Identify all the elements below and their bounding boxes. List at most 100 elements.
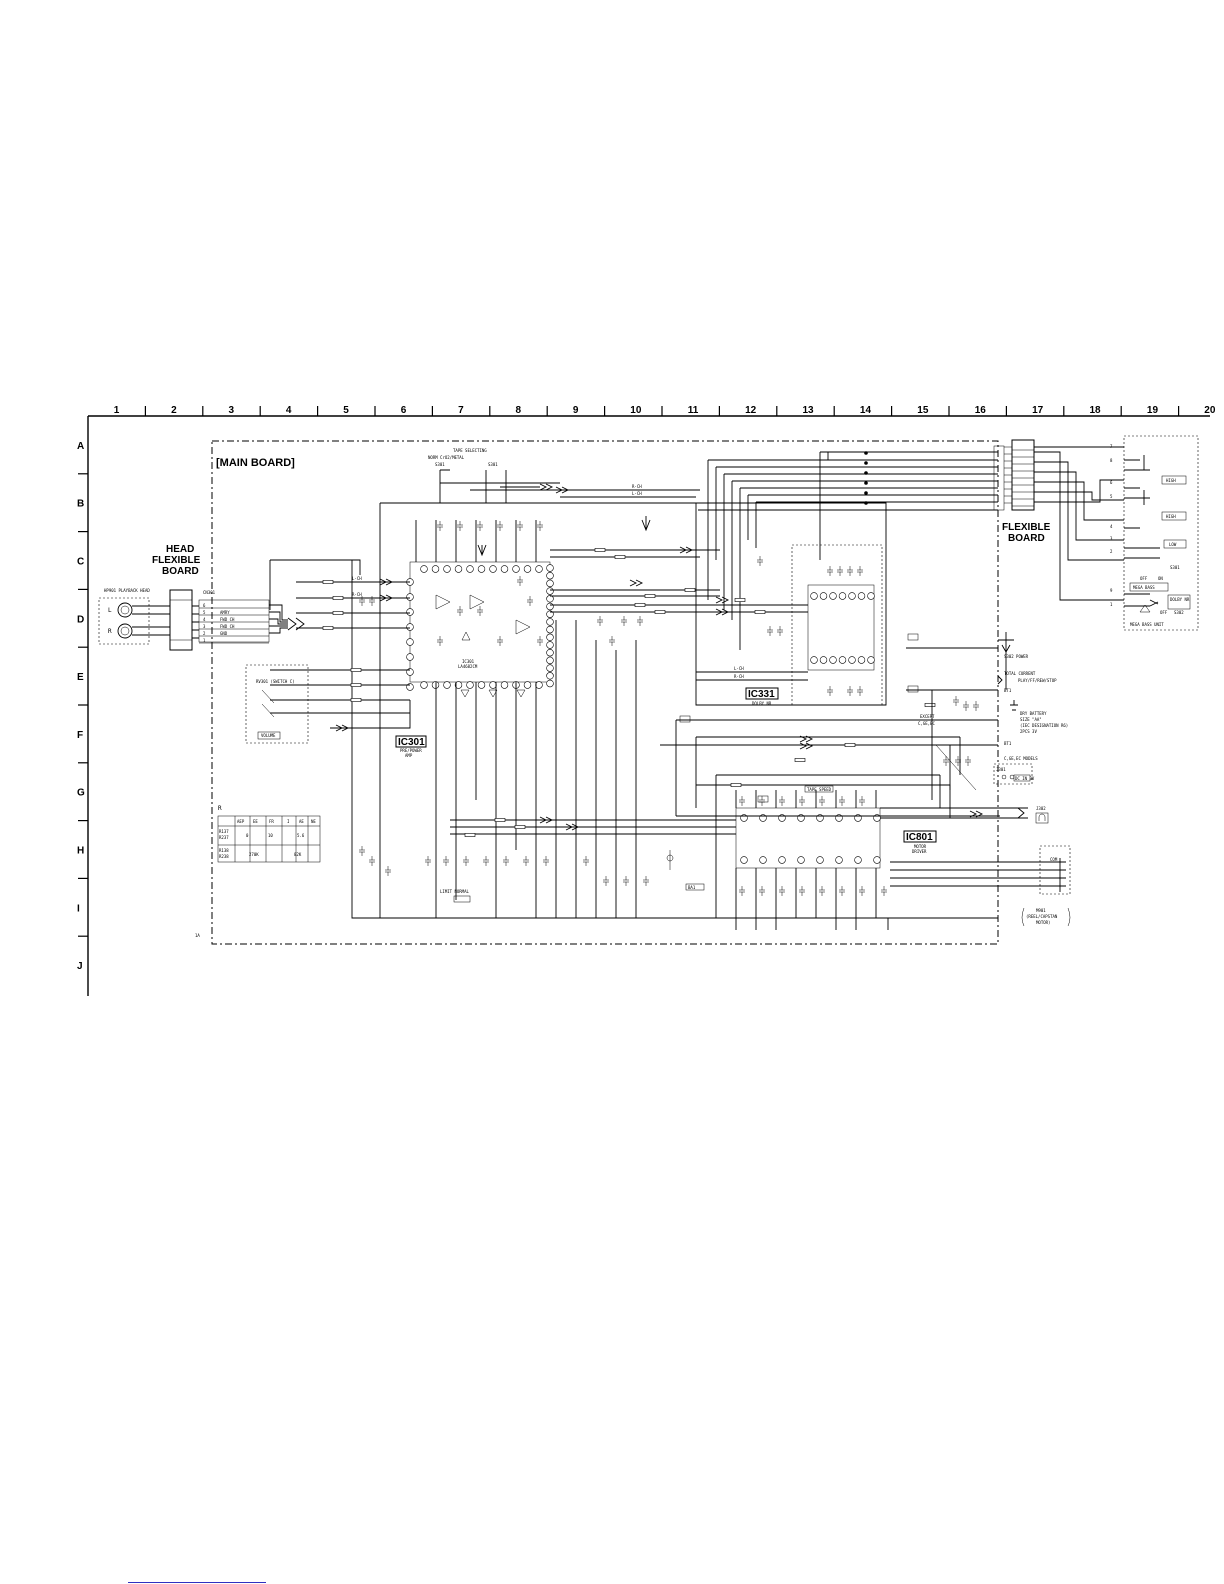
svg-text:MOTOR): MOTOR): [1036, 920, 1050, 925]
mega-bass-pin-number: 4: [1110, 524, 1113, 529]
svg-text:S302 POWER: S302 POWER: [1004, 654, 1029, 659]
svg-text:DOLBY NR: DOLBY NR: [752, 701, 772, 706]
svg-text:FLEXIBLE: FLEXIBLE: [1002, 522, 1051, 533]
svg-text:IC801: IC801: [906, 832, 933, 843]
grid-column-label: 8: [516, 405, 522, 416]
grid-column-label: 11: [688, 405, 699, 416]
grid-column-label: 12: [745, 405, 757, 416]
cn301-net-name: FWD CH: [220, 617, 235, 622]
mega-bass-pin-number: 9: [1110, 588, 1113, 593]
svg-text:LIMIT NORMAL: LIMIT NORMAL: [440, 889, 469, 894]
ic301: IC301 PRE/POWER AMP LA4682CM IC301: [395, 561, 554, 758]
svg-text:L-CH: L-CH: [352, 576, 362, 581]
svg-text:HP901 PLAYBACK HEAD: HP901 PLAYBACK HEAD: [104, 588, 150, 593]
mega-bass-pin-number: 3: [1110, 536, 1113, 541]
svg-text:AMP: AMP: [405, 753, 413, 758]
svg-text:R137: R137: [219, 829, 229, 834]
svg-text:S302: S302: [1174, 610, 1184, 615]
svg-text:0: 0: [246, 833, 249, 838]
cn301-net-name: AMRY: [220, 610, 230, 615]
ic801: IC801 MOTOR DRIVER: [735, 807, 937, 869]
cn301-pin-number: 1: [203, 638, 206, 643]
svg-text:1A: 1A: [195, 933, 200, 938]
playback-head: HP901 PLAYBACK HEAD L R: [98, 588, 170, 645]
grid-column-label: 16: [975, 405, 987, 416]
grid-column-label: 7: [458, 405, 464, 416]
grid-row-label: D: [77, 614, 84, 625]
svg-text:82K: 82K: [294, 852, 302, 857]
svg-text:DRY BATTERY: DRY BATTERY: [1020, 711, 1047, 716]
svg-text:ON: ON: [1158, 576, 1163, 581]
svg-text:C,GE,EC: C,GE,EC: [918, 721, 935, 726]
svg-text:M901: M901: [1036, 908, 1046, 913]
svg-text:L-CH: L-CH: [632, 491, 642, 496]
svg-text:R-CH: R-CH: [734, 674, 744, 679]
svg-text:IC301: IC301: [462, 659, 475, 664]
grid-column-label: 4: [286, 405, 292, 416]
main-board-outline: [211, 440, 999, 945]
svg-text:S301: S301: [488, 462, 498, 467]
grid-column-label: 10: [630, 405, 642, 416]
svg-text:DOLBY NR: DOLBY NR: [1170, 597, 1190, 602]
mega-bass-pin-number: 1: [1110, 602, 1113, 607]
cn301-net-name: FWD CH: [220, 624, 235, 629]
svg-text:L-CH: L-CH: [734, 666, 744, 671]
svg-text:PRE/POWER: PRE/POWER: [400, 748, 422, 753]
grid-row-label: F: [77, 730, 83, 741]
grid-column-label: 19: [1147, 405, 1159, 416]
grid-row-label: J: [77, 961, 83, 972]
tape-selecting: TAPE SELECTING NORM CrO2/METAL S301 S301: [428, 448, 498, 467]
volume-block: RV301 (SWITCH C) VOLUME: [245, 664, 309, 744]
grid-row-label: H: [77, 846, 84, 857]
grid-row-label: A: [77, 441, 84, 452]
grid-column-label: 13: [803, 405, 815, 416]
grid-column-label: 15: [917, 405, 929, 416]
svg-text:R238: R238: [219, 854, 229, 859]
svg-text:AE: AE: [299, 819, 304, 824]
grid-column-label: 9: [573, 405, 579, 416]
svg-text:(REEL/CAPSTAN: (REEL/CAPSTAN: [1026, 914, 1058, 919]
svg-text:I: I: [287, 819, 290, 824]
cn301-pin-number: 5: [203, 610, 206, 615]
svg-text:HIGH: HIGH: [1166, 514, 1176, 519]
svg-text:J302: J302: [1036, 806, 1046, 811]
svg-text:BOARD: BOARD: [1008, 533, 1045, 544]
svg-text:PLAY/FF/REW/STOP: PLAY/FF/REW/STOP: [1018, 678, 1057, 683]
svg-text:(IEC DESIGNATION R6): (IEC DESIGNATION R6): [1020, 723, 1068, 728]
main-board-title: [MAIN BOARD]: [216, 457, 295, 469]
head-flexible-board: HEAD FLEXIBLE BOARD: [152, 544, 201, 651]
grid-column-label: 17: [1032, 405, 1044, 416]
svg-text:2PCS 3V: 2PCS 3V: [1020, 729, 1037, 734]
grid-row-label: E: [77, 672, 84, 683]
svg-text:R237: R237: [219, 835, 229, 840]
mega-bass-pin-number: 6: [1110, 480, 1113, 485]
svg-text:5.6: 5.6: [297, 833, 305, 838]
cn301-net-name: GND: [220, 631, 228, 636]
grid-column-label: 5: [343, 405, 349, 416]
svg-text:R138: R138: [219, 848, 229, 853]
svg-text:MEGA BASS UNIT: MEGA BASS UNIT: [1130, 622, 1164, 627]
grid-row-label: B: [77, 499, 84, 510]
resistor-table: R AEP EE FR I AE NE R137 R237 R138 R238 …: [195, 805, 321, 938]
svg-text:LA4682CM: LA4682CM: [458, 664, 478, 669]
grid-column-label: 1: [114, 405, 120, 416]
cn301-pin-number: 6: [203, 603, 206, 608]
svg-text:TAPE SELECTING: TAPE SELECTING: [453, 448, 487, 453]
mega-bass-pin-number: 8: [1110, 458, 1113, 463]
svg-text:J301: J301: [996, 767, 1006, 772]
svg-text:FLEXIBLE: FLEXIBLE: [152, 555, 201, 566]
cn301-pin-number: 3: [203, 624, 206, 629]
svg-text:MEGA BASS: MEGA BASS: [1133, 585, 1155, 590]
svg-text:L: L: [108, 607, 112, 614]
misc-parts: [666, 604, 1151, 870]
svg-text:COM: COM: [1050, 857, 1058, 862]
svg-text:BA1: BA1: [688, 885, 696, 890]
grid-column-label: 20: [1204, 405, 1216, 416]
grid-column-label: 3: [229, 405, 235, 416]
svg-text:OFF: OFF: [1160, 610, 1168, 615]
svg-text:DRIVER: DRIVER: [912, 849, 927, 854]
